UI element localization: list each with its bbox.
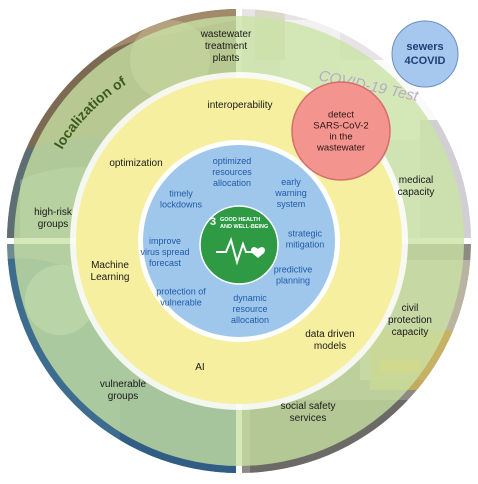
detect-line-3: in the (329, 132, 352, 143)
sewers-badge: sewers 4COVID (391, 20, 459, 88)
interoperability-label: interoperability (207, 100, 272, 111)
timely-lockdowns-line-1: timely (169, 189, 193, 199)
heart-icon (251, 247, 265, 258)
machine-learning-line-1: Machine (91, 260, 129, 271)
data-driven-models-line-1: data driven (305, 329, 354, 340)
medical-capacity-line-1: medical (399, 175, 433, 186)
protection-of-vulnerable-line-1: protection of (156, 287, 206, 297)
timely-lockdowns-line-2: lockdowns (160, 200, 203, 210)
wastewater-treatment-plants-line-2: treatment (205, 41, 247, 52)
wastewater-treatment-plants-line-3: plants (213, 53, 240, 64)
dynamic-resource-allocation-line-3: allocation (231, 315, 269, 325)
civil-protection-capacity-line-3: capacity (392, 327, 429, 338)
optimized-resources-allocation-line-3: allocation (213, 178, 251, 188)
optimized-resources-allocation-line-1: optimized (213, 156, 252, 166)
sewers-line-2: 4COVID (405, 55, 446, 67)
early-warning-system-line-2: warning (274, 188, 307, 198)
early-warning-system-line-1: early (281, 177, 301, 187)
interoperability-line-1: interoperability (207, 100, 272, 111)
improve-virus-spread-forecast-line-3: forecast (149, 258, 182, 268)
civil-protection-capacity-line-1: civil (402, 303, 419, 314)
predictive-planning-line-2: planning (276, 276, 310, 286)
vulnerable-groups-line-2: groups (108, 391, 139, 402)
strategic-mitigation-line-2: mitigation (286, 240, 325, 250)
improve-virus-spread-forecast-line-2: virus spread (140, 247, 189, 257)
early-warning-system-line-3: system (277, 199, 306, 209)
predictive-planning-line-1: predictive (274, 265, 313, 275)
optimization-line-1: optimization (109, 158, 162, 169)
optimized-resources-allocation-line-2: resources (212, 167, 252, 177)
sdg-title-line-2: AND WELL-BEING (220, 224, 268, 230)
data-driven-models-line-2: models (314, 341, 346, 352)
wastewater-treatment-plants-line-1: wastewater (200, 29, 252, 40)
strategic-mitigation-line-1: strategic (288, 229, 323, 239)
social-safety-services-line-2: services (290, 413, 327, 424)
detect-line-2: SARS-CoV-2 (313, 121, 368, 132)
ai-line-1: AI (195, 362, 204, 373)
improve-virus-spread-forecast-line-1: improve (149, 236, 181, 246)
sewers-line-1: sewers (406, 41, 443, 53)
detect-line-1: detect (328, 110, 354, 121)
machine-learning-line-2: Learning (91, 272, 130, 283)
high-risk-groups-line-2: groups (38, 219, 69, 230)
sdg-number: 3 (210, 216, 216, 228)
protection-of-vulnerable-line-2: vulnerable (160, 298, 202, 308)
dynamic-resource-allocation-line-2: resource (232, 304, 267, 314)
ai-label: AI (195, 362, 204, 373)
heartbeat-icon (216, 236, 252, 266)
vulnerable-groups-line-1: vulnerable (100, 379, 147, 390)
sdg-title-line-1: GOOD HEALTH (220, 217, 260, 223)
high-risk-groups-line-1: high-risk (34, 207, 73, 218)
dynamic-resource-allocation-line-1: dynamic (233, 293, 267, 303)
detect-line-4: wastewater (316, 143, 365, 154)
civil-protection-capacity-line-2: protection (388, 315, 432, 326)
optimization-label: optimization (109, 158, 162, 169)
sdg3-badge: 3 GOOD HEALTH AND WELL-BEING (199, 205, 279, 285)
social-safety-services-line-1: social safety (280, 401, 335, 412)
medical-capacity-line-2: capacity (398, 187, 435, 198)
